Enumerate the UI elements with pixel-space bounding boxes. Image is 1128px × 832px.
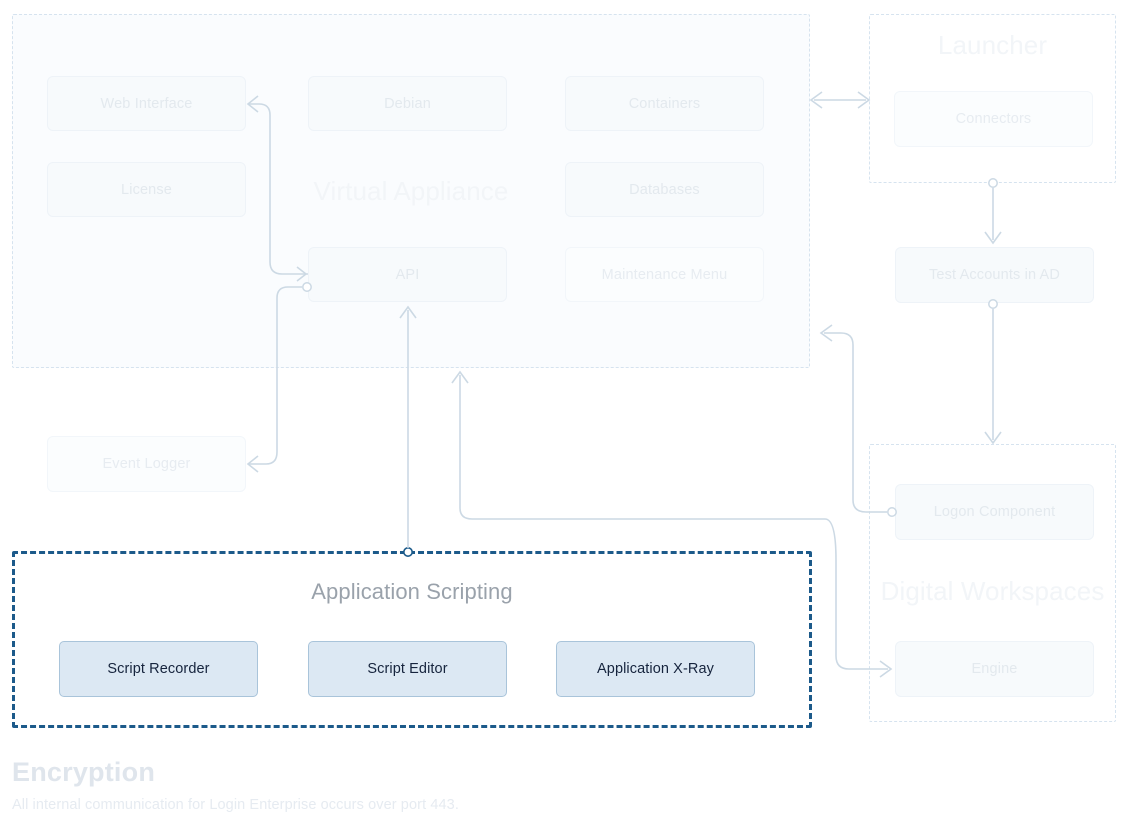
- node-databases: Databases: [565, 162, 764, 217]
- button-script-recorder[interactable]: Script Recorder: [59, 641, 258, 697]
- node-test-accounts-in-ad: Test Accounts in AD: [895, 247, 1094, 303]
- arrowhead-launcher-right: [857, 91, 871, 109]
- node-debian: Debian: [308, 76, 507, 131]
- group-digital-workspaces-title: Digital Workspaces: [880, 576, 1105, 606]
- arrowhead-appliance-bottom: [451, 370, 469, 384]
- footer-subtitle: All internal communication for Login Ent…: [12, 797, 459, 813]
- group-application-scripting-title: Application Scripting: [311, 579, 513, 604]
- group-application-scripting: [12, 551, 812, 728]
- arrowhead-event-logger: [246, 455, 259, 473]
- footer-title: Encryption: [12, 757, 156, 787]
- node-event-logger: Event Logger: [47, 436, 246, 492]
- group-launcher-title: Launcher: [937, 30, 1048, 60]
- node-api: API: [308, 247, 507, 302]
- button-application-x-ray[interactable]: Application X-Ray: [556, 641, 755, 697]
- node-engine: Engine: [895, 641, 1094, 697]
- node-containers: Containers: [565, 76, 764, 131]
- button-script-editor[interactable]: Script Editor: [308, 641, 507, 697]
- arrowhead-appliance-right: [819, 324, 833, 342]
- footer-encryption: Encryption All internal communication fo…: [12, 757, 459, 813]
- node-web-interface: Web Interface: [47, 76, 246, 131]
- wire-scripting-to-appliance: [459, 375, 837, 561]
- node-license: License: [47, 162, 246, 217]
- node-logon-component: Logon Component: [895, 484, 1094, 540]
- node-maintenance-menu: Maintenance Menu: [565, 247, 764, 302]
- arrowhead-digital-workspaces: [984, 431, 1002, 445]
- arrowhead-launcher-left: [809, 91, 823, 109]
- group-virtual-appliance-title: Virtual Appliance: [313, 176, 509, 206]
- node-connectors: Connectors: [894, 91, 1093, 147]
- arrowhead-test-accounts: [984, 231, 1002, 245]
